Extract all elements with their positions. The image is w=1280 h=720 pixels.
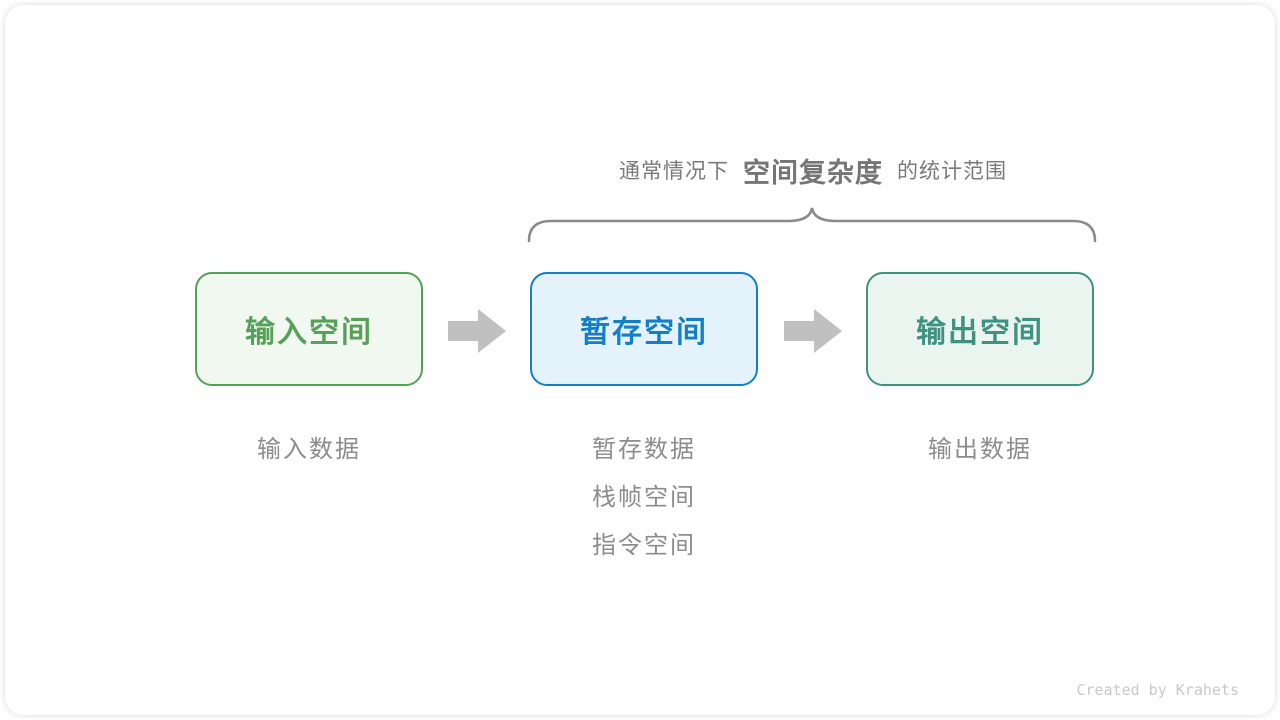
right-arrow-icon [448, 309, 506, 353]
box-output-space-label: 输出空间 [916, 316, 1044, 349]
box-input-space-label: 输入空间 [245, 316, 373, 349]
title-highlight: 空间复杂度 [743, 157, 883, 188]
title-suffix: 的统计范围 [897, 160, 1007, 183]
title-prefix: 通常情况下 [619, 160, 729, 183]
right-arrow-shape [784, 309, 842, 353]
annotation-output-data: 输出数据 [928, 436, 1032, 463]
curly-brace-icon [527, 207, 1097, 243]
box-temp-space-label: 暂存空间 [580, 316, 708, 349]
annotation-stack-frame-space: 栈帧空间 [592, 484, 696, 511]
box-input-space: 输入空间 [195, 272, 423, 386]
annotation-instruction-space: 指令空间 [592, 532, 696, 559]
diagram-card: 通常情况下 空间复杂度 的统计范围 输入空间 暂存空间 输出空间 输入数据 暂存… [5, 5, 1275, 715]
credit-text: Created by Krahets [1076, 681, 1239, 699]
right-arrow-icon [784, 309, 842, 353]
box-temp-space: 暂存空间 [530, 272, 758, 386]
annotation-temp-data: 暂存数据 [592, 436, 696, 463]
box-output-space: 输出空间 [866, 272, 1094, 386]
annotation-input-data: 输入数据 [257, 436, 361, 463]
right-arrow-shape [448, 309, 506, 353]
curly-brace-path [527, 207, 1097, 243]
diagram-title: 通常情况下 空间复杂度 的统计范围 [480, 147, 1146, 193]
